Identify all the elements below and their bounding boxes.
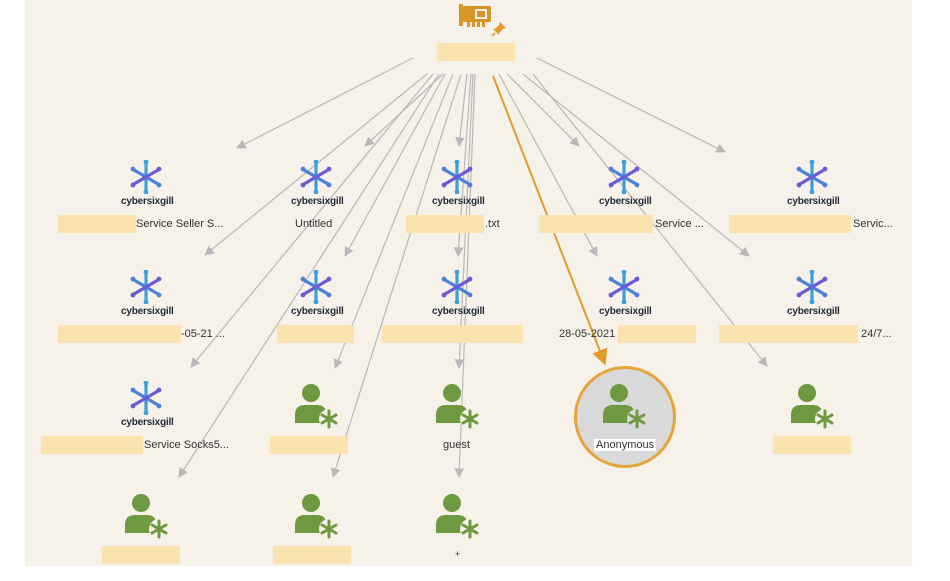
label-redacted-n14 xyxy=(539,215,653,233)
label-redacted-n32 xyxy=(270,436,348,454)
label-redacted-n23 xyxy=(382,325,523,343)
source-node-n11[interactable]: cybersixgill xyxy=(116,160,176,210)
cybersixgill-logo xyxy=(796,270,828,304)
node-label-n33: guest xyxy=(443,439,470,451)
label-redacted-n22 xyxy=(277,325,354,343)
edge-root-n42 xyxy=(331,73,462,478)
cybersixgill-logo xyxy=(130,160,162,194)
label-redacted-n31 xyxy=(41,436,143,454)
edge-root-n11 xyxy=(236,57,414,149)
source-node-n12[interactable]: cybersixgill xyxy=(286,160,346,210)
brand-text: cybersixgill xyxy=(787,306,840,317)
root-label-redacted xyxy=(437,43,515,61)
network-card-icon xyxy=(459,4,491,27)
edge-root-n14 xyxy=(506,73,580,147)
label-redacted-n11 xyxy=(58,215,136,233)
source-node-n31[interactable]: cybersixgill xyxy=(116,381,176,431)
user-star-icon xyxy=(603,384,647,429)
source-node-n13[interactable]: cybersixgill xyxy=(427,160,487,210)
user-star-icon xyxy=(295,494,339,539)
cybersixgill-logo xyxy=(441,270,473,304)
user-node-n43[interactable] xyxy=(427,491,487,541)
root-node[interactable] xyxy=(435,0,535,64)
brand-text: cybersixgill xyxy=(432,196,485,207)
edge-root-n13 xyxy=(455,73,468,147)
cybersixgill-logo xyxy=(608,270,640,304)
label-redacted-n35 xyxy=(773,436,851,454)
source-node-n23[interactable]: cybersixgill xyxy=(427,270,487,320)
cybersixgill-logo xyxy=(130,270,162,304)
user-star-icon xyxy=(125,494,169,539)
user-node-n41[interactable] xyxy=(116,491,176,541)
brand-text: cybersixgill xyxy=(432,306,485,317)
user-star-icon xyxy=(791,384,835,429)
node-label-n21: -05-21 ... xyxy=(181,328,226,340)
cybersixgill-logo xyxy=(130,381,162,415)
user-node-n32[interactable] xyxy=(286,381,346,431)
edge-root-n22 xyxy=(344,73,446,257)
user-node-n35[interactable] xyxy=(782,381,842,431)
node-label-n13: .txt xyxy=(485,218,500,230)
label-redacted-n15 xyxy=(729,215,851,233)
edge-root-n32 xyxy=(333,73,454,369)
node-label-n24: 28-05-2021 xyxy=(559,328,616,340)
cybersixgill-logo xyxy=(608,160,640,194)
label-redacted-n24 xyxy=(618,325,696,343)
user-star-icon xyxy=(436,494,480,539)
cybersixgill-logo xyxy=(300,270,332,304)
edge-root-n41 xyxy=(178,73,440,478)
brand-text: cybersixgill xyxy=(291,306,344,317)
node-label-n15: Servic... xyxy=(853,218,893,230)
label-redacted-n42 xyxy=(273,546,351,564)
label-redacted-n21 xyxy=(58,325,181,343)
user-star-icon xyxy=(295,384,339,429)
edge-root-n31 xyxy=(190,73,434,368)
source-node-n25[interactable]: cybersixgill xyxy=(782,270,842,320)
brand-text: cybersixgill xyxy=(121,196,174,207)
edge-root-n25 xyxy=(522,73,750,257)
brand-text: cybersixgill xyxy=(787,196,840,207)
source-node-n15[interactable]: cybersixgill xyxy=(782,160,842,210)
source-node-n24[interactable]: cybersixgill xyxy=(594,270,654,320)
brand-text: cybersixgill xyxy=(291,196,344,207)
brand-text: cybersixgill xyxy=(599,306,652,317)
source-node-n21[interactable]: cybersixgill xyxy=(116,270,176,320)
label-redacted-n13 xyxy=(406,215,484,233)
user-node-n34-selected[interactable] xyxy=(594,381,654,431)
user-node-n42[interactable] xyxy=(286,491,346,541)
brand-text: cybersixgill xyxy=(599,196,652,207)
source-node-n14[interactable]: cybersixgill xyxy=(594,160,654,210)
cybersixgill-logo xyxy=(796,160,828,194)
pin-icon[interactable] xyxy=(491,21,507,37)
user-node-n33[interactable] xyxy=(427,381,487,431)
cybersixgill-logo xyxy=(441,160,473,194)
node-label-n12: Untitled xyxy=(295,218,333,230)
graph-canvas[interactable]: cybersixgill Service Seller S... cybersi… xyxy=(25,0,912,566)
cybersixgill-logo xyxy=(300,160,332,194)
edge-root-n15 xyxy=(536,57,726,153)
brand-text: cybersixgill xyxy=(121,417,174,428)
node-label-n31: Service Socks5... xyxy=(144,439,229,451)
node-label-n34: Anonymous xyxy=(594,439,657,451)
source-node-n22[interactable]: cybersixgill xyxy=(286,270,346,320)
node-label-n14: Service ... xyxy=(655,218,704,230)
user-star-icon xyxy=(436,384,480,429)
node-label-n43: + xyxy=(455,549,461,559)
node-label-n11: Service Seller S... xyxy=(136,218,224,230)
label-redacted-n41 xyxy=(102,546,180,564)
node-label-n25: 24/7... xyxy=(861,328,892,340)
brand-text: cybersixgill xyxy=(121,306,174,317)
label-redacted-n25 xyxy=(719,325,858,343)
